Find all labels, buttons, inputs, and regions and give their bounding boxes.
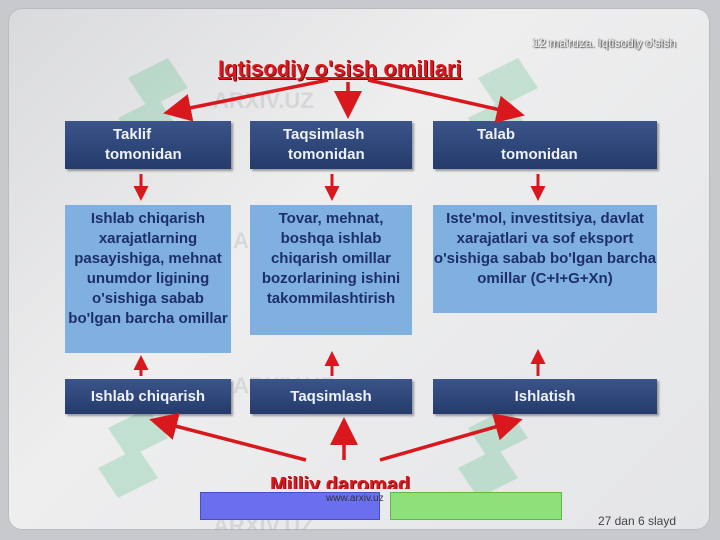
description-text: Iste'mol, investitsiya, davlat xarajatla…	[433, 210, 657, 287]
arrow-title-to-demand	[367, 78, 525, 124]
header-box-distribution: Taqsimlash tomonidan	[250, 121, 412, 169]
slide-number: 27 dan 6 slayd	[597, 514, 676, 528]
description-text: Tovar, mehnat, boshqa ishlab chiqarish o…	[261, 210, 401, 307]
footer-bar-blue	[200, 492, 380, 520]
header-line: tomonidan	[105, 146, 182, 163]
header-note: 12 ma'ruza. Iqtisodiy o'sish	[532, 36, 676, 50]
national-income-label: Milliy daromad	[270, 474, 411, 496]
header-line: Talab	[477, 126, 516, 143]
arrow-title-to-supply	[163, 78, 329, 122]
description-box-distribution: Tovar, mehnat, boshqa ishlab chiqarish o…	[250, 205, 412, 335]
page-title: Iqtisodiy o'sish omillari	[218, 56, 462, 81]
description-box-supply: Ishlab chiqarish xarajatlarning pasayish…	[65, 205, 231, 353]
bottom-box-distribution: Taqsimlash	[250, 379, 412, 414]
slide: ARXIV.UZ ARXIV.UZ ARXIV.UZ ARXIV.UZ 12 m…	[8, 8, 710, 530]
description-box-demand: Iste'mol, investitsiya, davlat xarajatla…	[433, 205, 657, 313]
header-line: tomonidan	[288, 146, 365, 163]
arrow-income-to-production	[149, 412, 307, 462]
header-box-supply: Taklif tomonidan	[65, 121, 231, 169]
arrows-layer	[133, 78, 546, 462]
description-text: Ishlab chiqarish xarajatlarning pasayish…	[68, 210, 228, 327]
bottom-box-usage: Ishlatish	[433, 379, 657, 414]
header-box-demand: Talab tomonidan	[433, 121, 657, 169]
arrow-income-to-usage	[379, 413, 523, 462]
header-line: Taqsimlash	[283, 126, 365, 143]
bottom-box-production: Ishlab chiqarish	[65, 379, 231, 414]
footer-bar-green	[390, 492, 562, 520]
footer-url[interactable]: www.arxiv.uz	[326, 493, 384, 504]
header-line: Taklif	[113, 126, 152, 143]
header-line: tomonidan	[501, 146, 578, 163]
